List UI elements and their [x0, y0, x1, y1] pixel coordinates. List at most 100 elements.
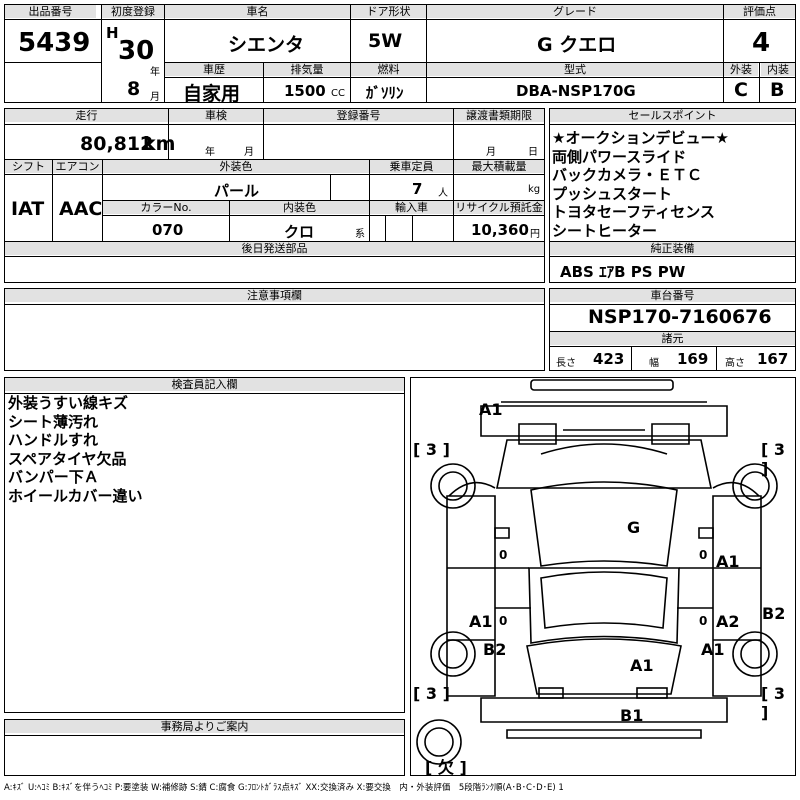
sales-points-list: ★オークションデビュー★ 両側パワースライド バックカメラ・ＥＴＣ プッシュスタ…: [552, 129, 729, 240]
month-unit: 月: [150, 92, 160, 103]
ext-grade: C: [734, 79, 748, 101]
inspector-line: ハンドルすれ: [8, 431, 99, 449]
inspector-section: [4, 377, 405, 713]
transfer-month: 月: [486, 147, 496, 158]
right-front-tire-mark: [ 3 ]: [761, 440, 786, 478]
rf-tire-value: 3: [773, 440, 786, 459]
zero-mark: 0: [699, 548, 708, 562]
capacity-label: 乗車定員: [370, 160, 453, 173]
history-label: 車歴: [165, 63, 263, 76]
inspector-notes: 外装うすい線キズ シート薄汚れ ハンドルすれ スペアタイヤ欠品 バンパー下Ａ ホ…: [8, 394, 143, 505]
exterior-color: パール: [214, 182, 260, 200]
reg-year: 30: [118, 36, 155, 66]
interior-unit: 系: [355, 229, 365, 240]
displacement: 1500: [284, 82, 326, 100]
rear-gate-mark: A1: [630, 656, 654, 675]
spare-mark: [ 欠 ]: [425, 758, 467, 777]
import-label: 輸入車: [370, 201, 453, 214]
zero-mark: 0: [499, 614, 508, 628]
inspector-line: 外装うすい線キズ: [8, 394, 129, 412]
inspector-line: シート薄汚れ: [8, 412, 99, 431]
equip-label: 純正装備: [550, 242, 795, 255]
right-front-door-mark: A1: [716, 552, 740, 571]
model: DBA-NSP170G: [516, 82, 636, 100]
score-label: 評価点: [724, 5, 795, 18]
recycle-fee: 10,360: [471, 221, 529, 239]
lf-tire-value: 3: [425, 440, 438, 459]
height: 167: [757, 350, 789, 368]
sales-point: 両側パワースライド: [552, 147, 687, 166]
color-number: 070: [152, 221, 184, 239]
sales-label: セールスポイント: [550, 109, 795, 122]
capacity-unit: 人: [438, 188, 448, 199]
zero-mark: 0: [699, 614, 708, 628]
shift-label: シフト: [5, 160, 52, 173]
right-rear-fender-mark: A1: [701, 640, 725, 659]
capacity: 7: [412, 180, 423, 198]
int-grade-label: 内装: [761, 63, 795, 76]
right-quarter-mark: B2: [762, 604, 786, 623]
sales-point: ★オークションデビュー★: [552, 129, 729, 147]
name-label: 車名: [165, 5, 350, 18]
recycle-label: リサイクル預託金: [454, 201, 544, 214]
shift: IAT: [11, 198, 45, 220]
fuel-label: 燃料: [351, 63, 426, 76]
inspection-label: 車検: [169, 109, 263, 122]
width: 169: [677, 350, 709, 368]
dims-label: 諸元: [550, 332, 795, 345]
sales-point: トヨタセーフティセンス: [552, 203, 715, 221]
left-rear-fender-mark: B2: [483, 640, 507, 659]
rr-tire-value: 3: [773, 684, 786, 703]
lr-tire-value: 3: [425, 684, 438, 703]
lot-label: 出品番号: [5, 5, 96, 18]
score: 4: [752, 28, 771, 58]
sales-point: シートヒーター: [552, 221, 658, 240]
notes-section: [4, 288, 545, 371]
chassis-number: NSP170-7160676: [588, 306, 772, 328]
era: H: [106, 24, 119, 42]
displacement-label: 排気量: [264, 63, 350, 76]
door-type: 5W: [368, 30, 403, 52]
fuel: ｶﾞｿﾘﾝ: [366, 84, 404, 102]
chassis-section: [549, 288, 796, 371]
header-section: [4, 4, 796, 103]
model-label: 型式: [427, 63, 723, 76]
car-outline-diagram: [416, 379, 778, 765]
length-label: 長さ: [556, 358, 576, 369]
office-label: 事務局よりご案内: [5, 720, 404, 733]
damage-diagram: A1 G [ 3 ] [ 3 ] [ 3 ] [ 3 ] A1 A1 A2 B2…: [410, 377, 796, 777]
inspection-year: 年: [205, 147, 215, 158]
notes-label: 注意事項欄: [5, 289, 544, 302]
standard-equipment: ABS ｴｱB PS PW: [560, 263, 686, 281]
interior-color: クロ: [284, 223, 315, 241]
width-label: 幅: [649, 358, 659, 369]
transfer-day: 日: [528, 147, 538, 158]
height-label: 高さ: [725, 358, 745, 369]
inspection-month: 月: [244, 147, 254, 158]
color-label: 外装色: [103, 160, 369, 173]
mileage-label: 走行: [5, 109, 168, 122]
front-bumper-mark: A1: [479, 400, 503, 419]
right-rear-tire-mark: [ 3 ]: [761, 684, 786, 722]
reg-no-label: 登録番号: [264, 109, 453, 122]
inspector-line: スペアタイヤ欠品: [8, 449, 127, 468]
office-section: [4, 719, 405, 776]
history: 自家用: [183, 83, 241, 105]
lot-number: 5439: [18, 28, 91, 58]
inspector-line: バンパー下Ａ: [8, 468, 99, 486]
later-parts-label: 後日発送部品: [5, 242, 544, 255]
load-unit: kg: [528, 184, 541, 195]
ext-grade-label: 外装: [724, 63, 758, 76]
year-unit: 年: [150, 67, 160, 78]
zero-mark: 0: [499, 548, 508, 562]
length: 423: [593, 350, 625, 368]
left-rear-door-mark: A1: [469, 612, 493, 631]
transfer-label: 譲渡書類期限: [454, 109, 544, 122]
windshield-mark: G: [627, 518, 641, 537]
int-grade: B: [770, 79, 785, 101]
recycle-unit: 円: [530, 229, 540, 240]
detail-section: [4, 108, 545, 283]
left-rear-tire-mark: [ 3 ]: [413, 684, 450, 703]
mileage-unit: km: [143, 133, 176, 155]
first-reg-label: 初度登録: [102, 5, 164, 18]
